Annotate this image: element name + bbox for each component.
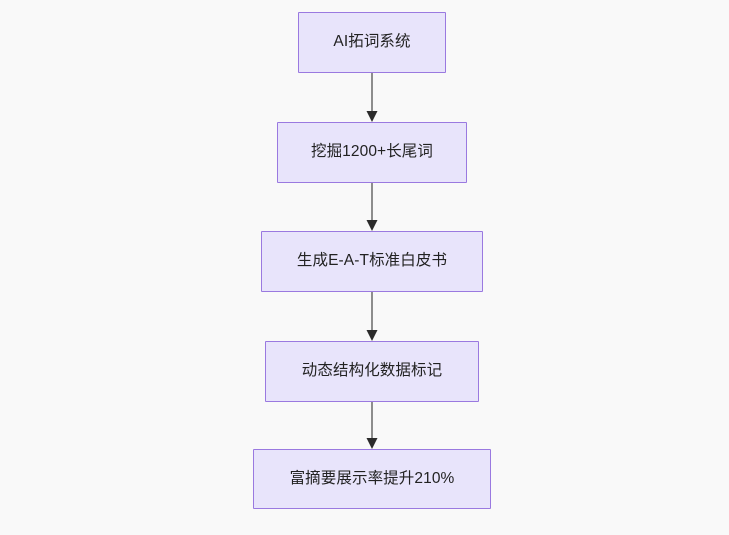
edge-n2-n3 xyxy=(366,183,378,231)
flowchart-node-mine-longtail-keywords[interactable]: 挖掘1200+长尾词 xyxy=(277,122,467,183)
node-label: AI拓词系统 xyxy=(333,33,411,51)
node-label: 富摘要展示率提升210% xyxy=(289,469,455,487)
flowchart-node-generate-eat-whitepaper[interactable]: 生成E-A-T标准白皮书 xyxy=(261,231,483,292)
node-label: 挖掘1200+长尾词 xyxy=(310,143,434,161)
flowchart-node-ai-keyword-system[interactable]: AI拓词系统 xyxy=(298,12,446,73)
node-label: 生成E-A-T标准白皮书 xyxy=(296,252,448,270)
edge-n4-n5 xyxy=(366,402,378,449)
node-label: 动态结构化数据标记 xyxy=(301,362,443,380)
flowchart-node-rich-snippet-rate-increase[interactable]: 富摘要展示率提升210% xyxy=(253,449,491,509)
edge-n3-n4 xyxy=(366,292,378,341)
flowchart-node-dynamic-structured-data-markup[interactable]: 动态结构化数据标记 xyxy=(265,341,479,402)
edge-n1-n2 xyxy=(366,73,378,122)
